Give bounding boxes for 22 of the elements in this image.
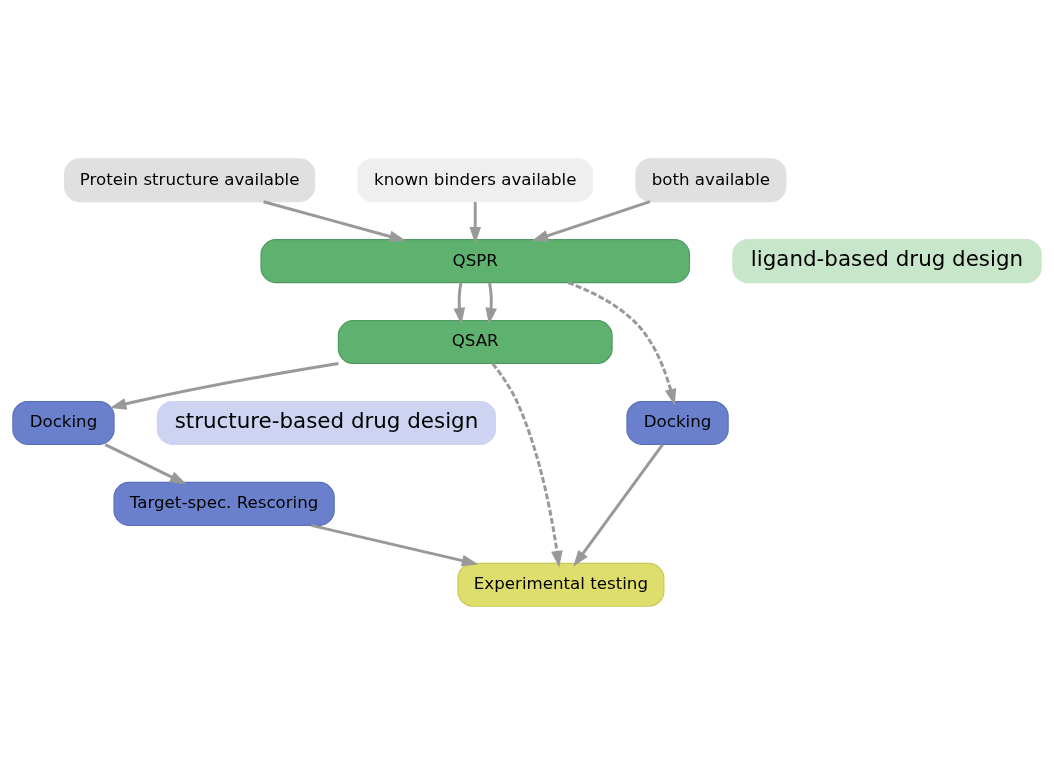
- arrow: [567, 281, 677, 406]
- node-box: Experimental testing: [457, 562, 665, 607]
- node-box: both available: [635, 158, 787, 203]
- arrow: [491, 362, 563, 568]
- arrow: [531, 200, 651, 242]
- node-box: Docking: [12, 400, 115, 445]
- node-box: structure-based drug design: [156, 400, 497, 445]
- arrow: [104, 443, 187, 485]
- node-box: Docking: [626, 400, 729, 445]
- arrow: [469, 202, 482, 244]
- node-box: known binders available: [357, 158, 594, 203]
- node-box: ligand-based drug design: [732, 239, 1042, 284]
- arrow: [485, 282, 497, 325]
- arrow: [573, 443, 664, 567]
- arrow: [109, 362, 339, 410]
- node-box: Target-spec. Rescoring: [113, 481, 335, 526]
- arrow: [453, 282, 466, 325]
- node-box: Protein structure available: [64, 158, 316, 203]
- arrow: [263, 200, 406, 243]
- node-box: QSAR: [337, 320, 613, 365]
- node-box: QSPR: [260, 239, 691, 284]
- arrow: [310, 523, 479, 567]
